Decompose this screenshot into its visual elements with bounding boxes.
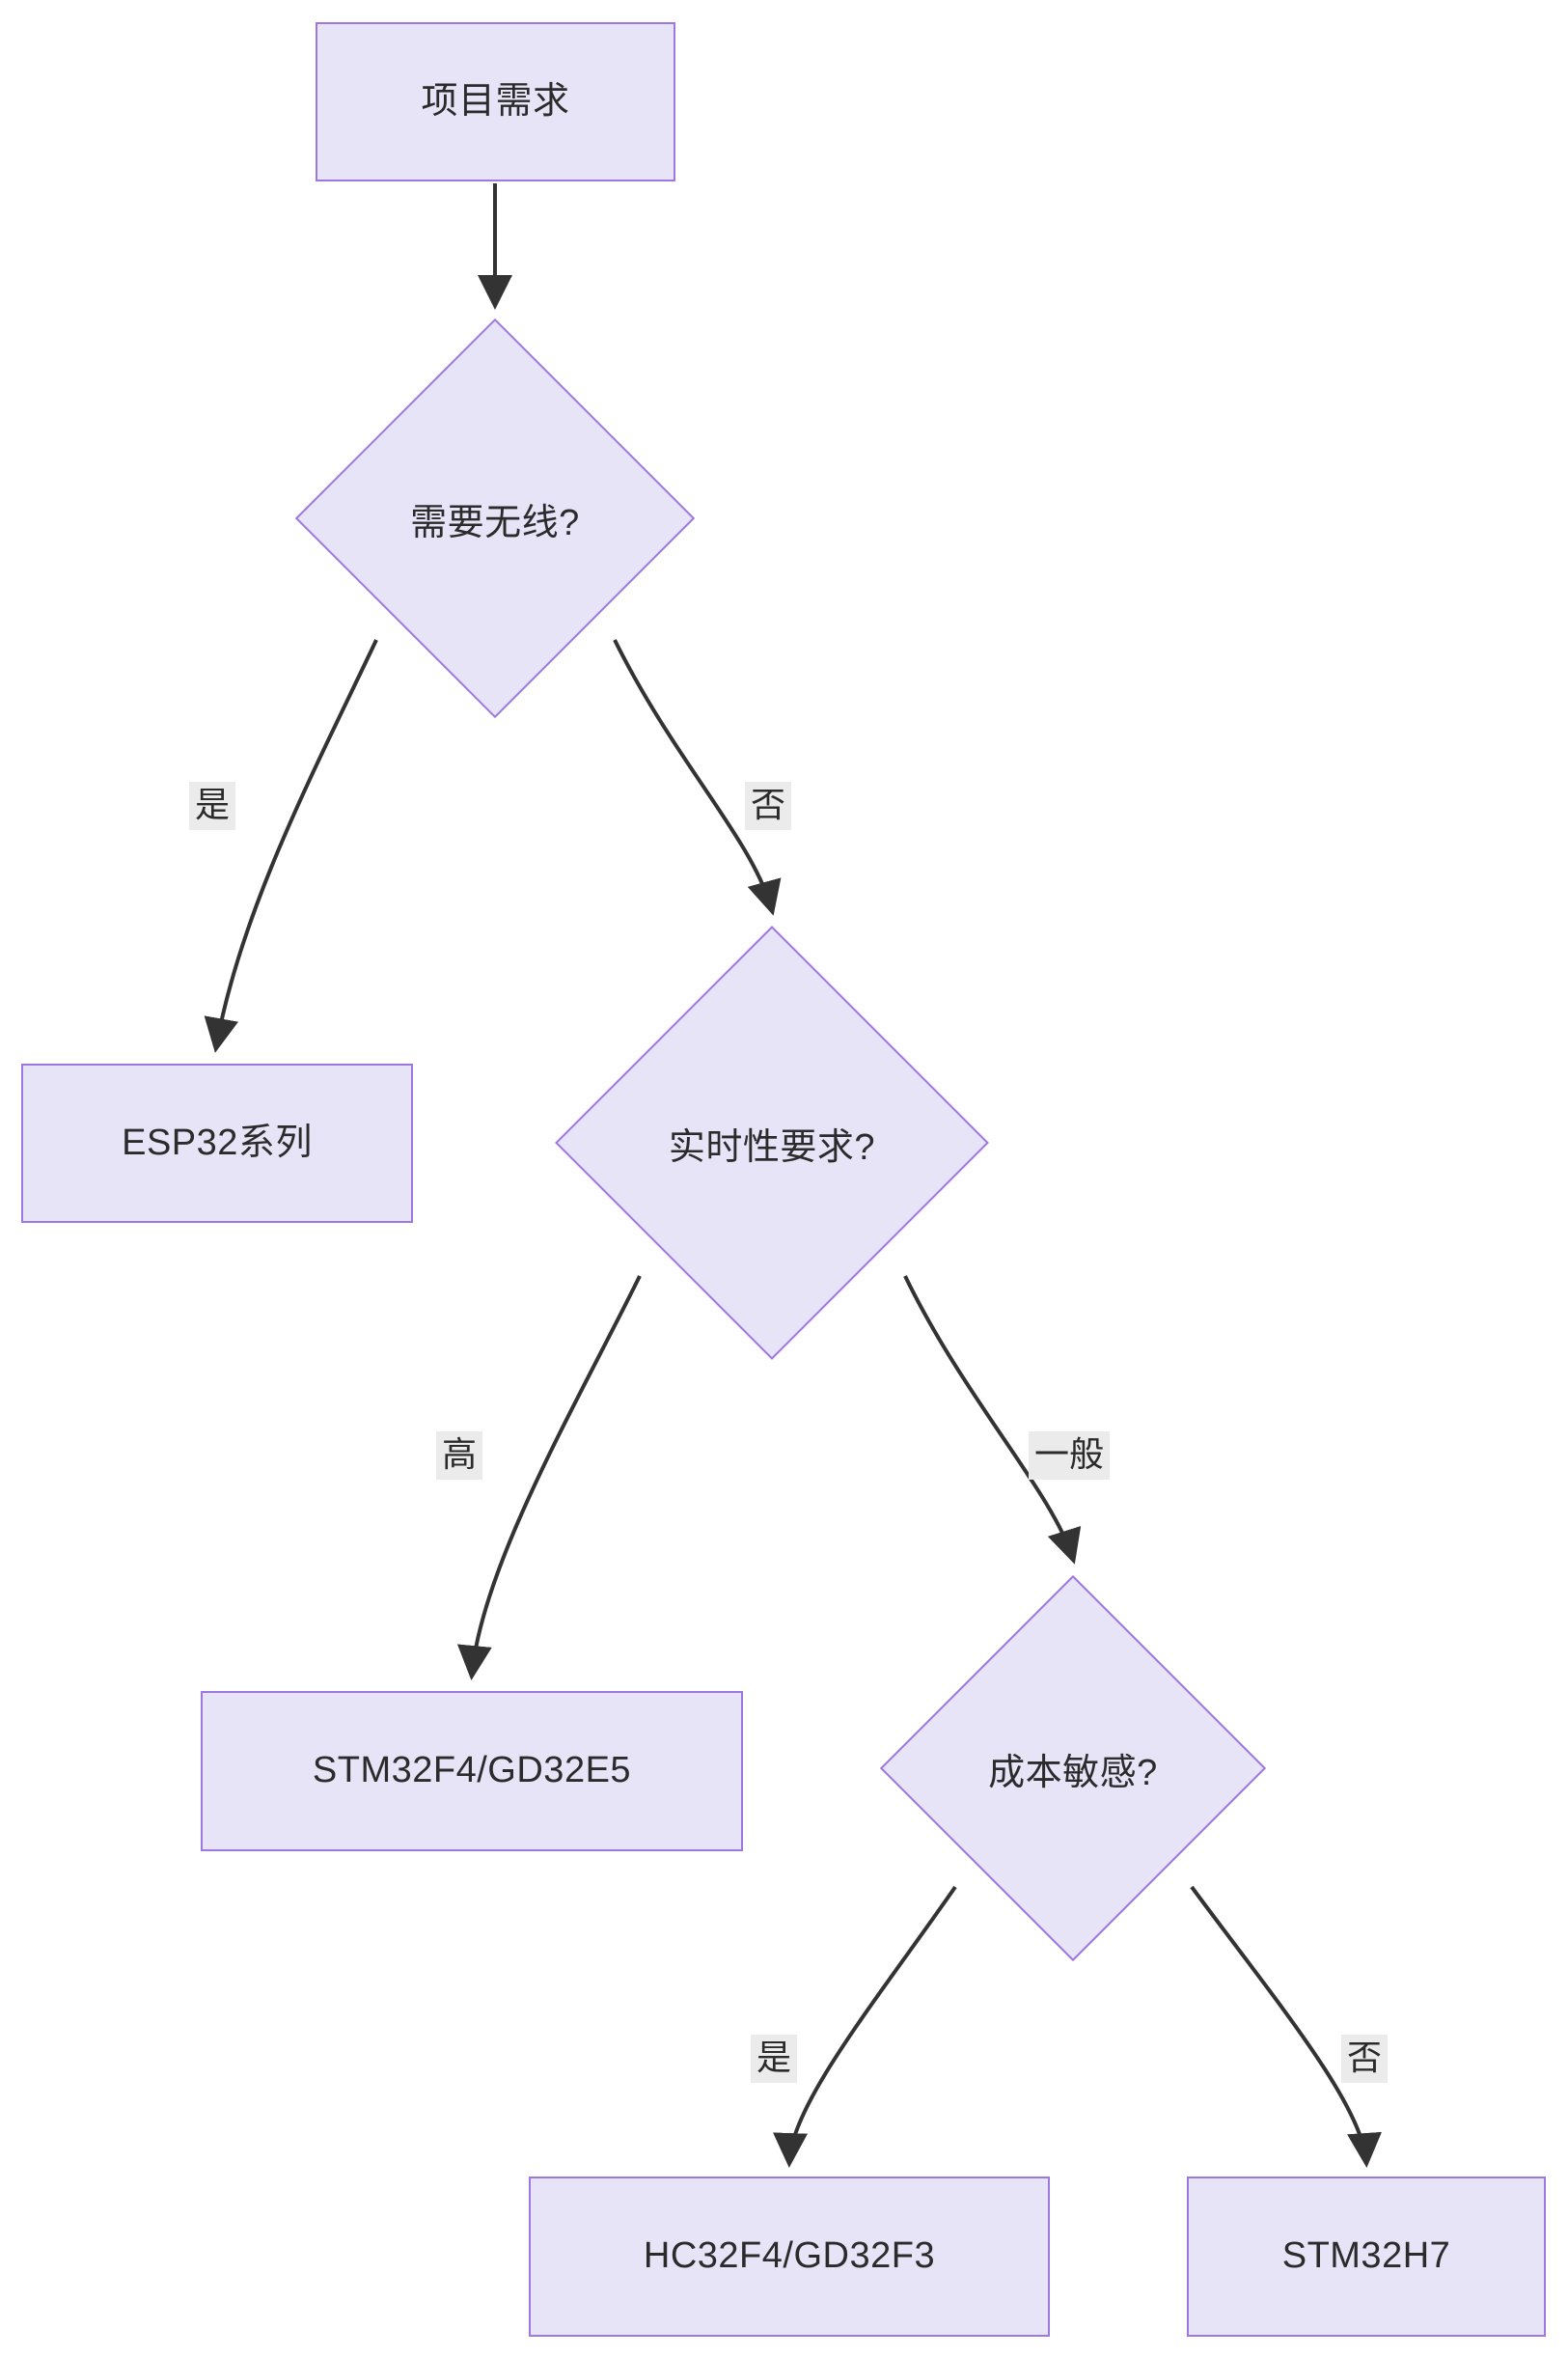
node-start[interactable]: 项目需求 xyxy=(316,22,675,181)
edge-cost-to-stm32h7 xyxy=(1190,1885,1382,2168)
node-stm32h7-label: STM32H7 xyxy=(1281,2235,1451,2277)
node-realtime-decision[interactable]: 实时性要求? xyxy=(555,926,989,1360)
node-hc32f4-label: HC32F4/GD32F3 xyxy=(643,2235,936,2277)
node-cost-label: 成本敏感? xyxy=(988,1752,1158,1793)
edge-label-cost-yes: 是 xyxy=(751,2035,798,2083)
node-esp32[interactable]: ESP32系列 xyxy=(21,1064,413,1223)
edge-realtime-to-cost xyxy=(903,1275,1082,1565)
edge-label-realtime-high: 高 xyxy=(436,1431,483,1480)
node-hc32f4[interactable]: HC32F4/GD32F3 xyxy=(529,2177,1050,2337)
node-stm32h7[interactable]: STM32H7 xyxy=(1187,2177,1546,2337)
edge-cost-to-hc32f4 xyxy=(773,1885,957,2168)
node-stm32f4-label: STM32F4/GD32E5 xyxy=(312,1750,632,1791)
node-wireless-decision[interactable]: 需要无线? xyxy=(294,318,696,719)
node-esp32-label: ESP32系列 xyxy=(122,1122,313,1163)
edge-wireless-to-realtime xyxy=(613,639,782,916)
edge-label-cost-no: 否 xyxy=(1341,2035,1389,2083)
edge-wireless-to-esp32 xyxy=(204,639,378,1053)
edge-label-realtime-normal: 一般 xyxy=(1029,1431,1111,1480)
node-stm32f4[interactable]: STM32F4/GD32E5 xyxy=(201,1691,743,1851)
edge-realtime-to-stm32f4 xyxy=(456,1275,642,1680)
node-realtime-label: 实时性要求? xyxy=(668,1126,876,1168)
node-cost-decision[interactable]: 成本敏感? xyxy=(879,1574,1267,1962)
edge-label-wireless-no: 否 xyxy=(745,782,792,830)
edge-label-wireless-yes: 是 xyxy=(189,782,236,830)
node-wireless-label: 需要无线? xyxy=(410,502,580,543)
node-start-label: 项目需求 xyxy=(421,80,570,122)
